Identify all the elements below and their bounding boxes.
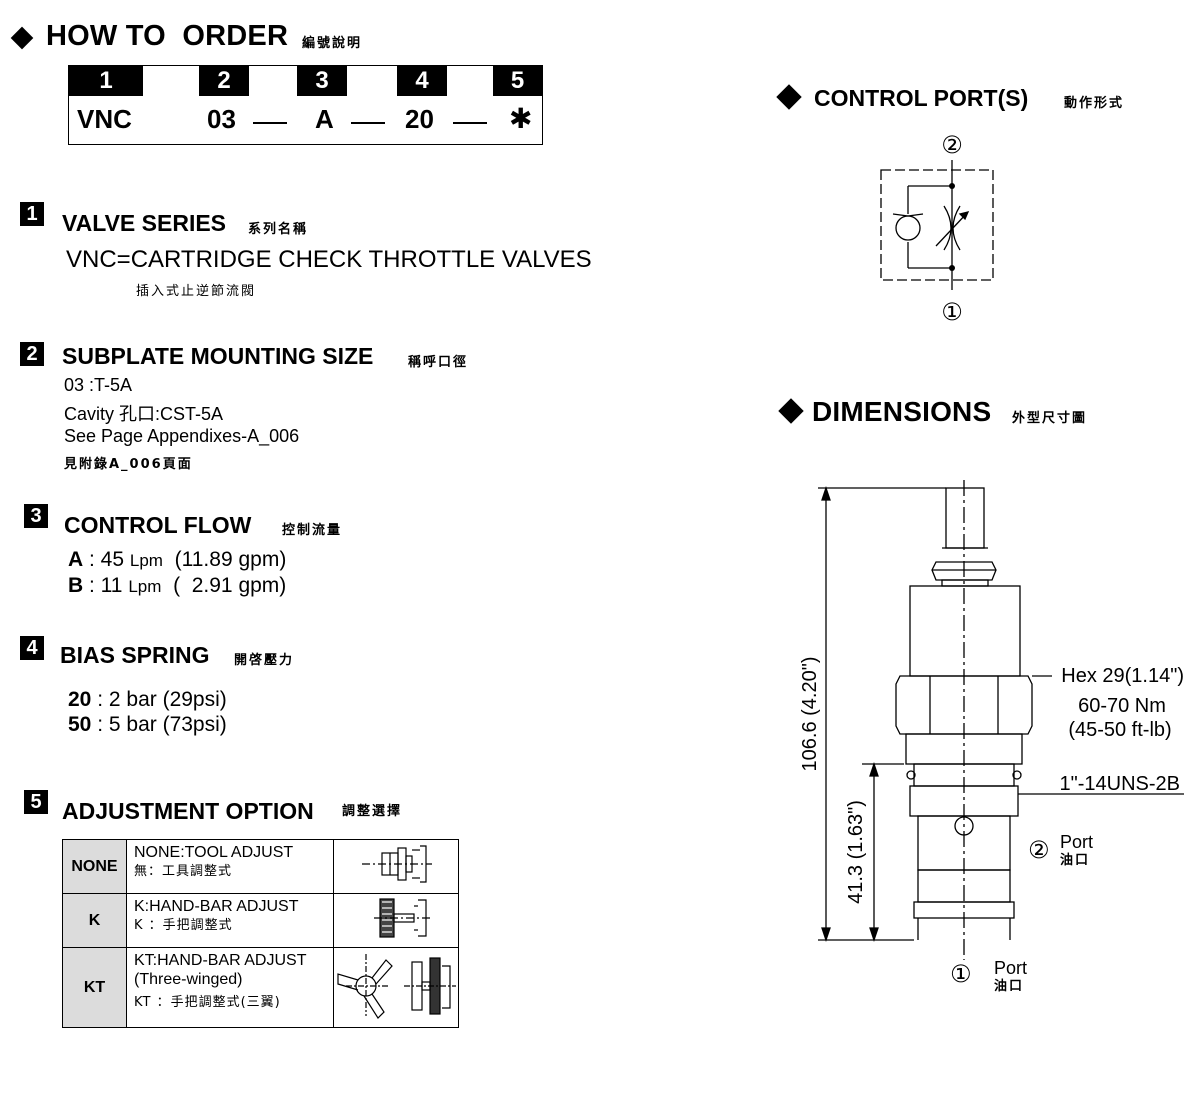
adjust-code-kt: KT [62, 947, 127, 1028]
spring-code-50: 50 [68, 713, 92, 736]
subplate-line-2: Cavity 孔口:CST-5A [64, 404, 224, 424]
section-number-1: 1 [20, 202, 44, 226]
order-dash [351, 122, 385, 124]
control-ports-title-cn: 動作形式 [1064, 96, 1125, 111]
adjust-code-none: NONE [62, 839, 127, 894]
order-position-4: 4 [397, 66, 447, 96]
control-ports-title: CONTROL PORT(S) [814, 85, 1029, 111]
control-flow-title: CONTROL FLOW [64, 512, 252, 538]
adjustment-title-cn: 調整選擇 [342, 804, 403, 819]
bias-spring-50: 50 : 5 bar (73psi) [68, 713, 227, 737]
valve-series-desc: VNC=CARTRIDGE CHECK THROTTLE VALVES [66, 246, 592, 273]
order-position-3: 3 [297, 66, 347, 96]
control-flow-a: A : 45 Lpm (11.89 gpm) [68, 548, 286, 572]
junction-dot [949, 265, 955, 271]
subplate-title-cn: 稱呼口徑 [408, 355, 469, 370]
torque-nm-label: 60-70 Nm [1078, 695, 1166, 717]
order-code-adjust: ✱ [509, 103, 533, 134]
valve-series-title: VALVE SERIES [62, 210, 227, 236]
order-dash [453, 122, 487, 124]
adjust-desc-cn: KT ：手把調整式(三翼) [134, 995, 281, 1010]
adjust-desc-kt: KT:HAND-BAR ADJUST (Three-winged) KT ：手把… [126, 947, 334, 1028]
adjust-code-k: K [62, 893, 127, 948]
thread-spec-label: 1"-14UNS-2B [1060, 773, 1180, 795]
how-to-order-title-cn: 編號說明 [302, 36, 363, 51]
port-2-number: ② [1028, 837, 1050, 864]
spring-value-20: : 2 bar (29psi) [97, 688, 227, 711]
port-2-cn: 油口 [1060, 852, 1090, 868]
adjust-desc-cn: 無：工具調整式 [134, 864, 233, 879]
adjustment-table: NONE NONE:TOOL ADJUST 無：工具調整式 K K:HAND [62, 839, 459, 1028]
order-position-5: 5 [493, 66, 542, 96]
spring-code-20: 20 [68, 688, 92, 711]
valve-series-desc-cn: 插入式止逆節流閥 [136, 284, 257, 299]
overall-length-label: 106.6 (4.20") [799, 657, 821, 772]
adjustment-title: ADJUSTMENT OPTION [62, 798, 314, 824]
control-flow-title-cn: 控制流量 [282, 523, 343, 538]
adjust-desc-en: K:HAND-BAR ADJUST [134, 898, 299, 915]
port-1-label: ① [941, 299, 963, 326]
adjust-desc-en-2: (Three-winged) [134, 971, 243, 988]
port-1-label: Port [994, 958, 1027, 978]
flow-gpm-b: ( 2.91 gpm) [173, 574, 287, 597]
adjust-desc-en: KT:HAND-BAR ADJUST [134, 952, 307, 969]
table-row: NONE NONE:TOOL ADJUST 無：工具調整式 [62, 839, 459, 894]
port-length-label: 41.3 (1.63") [845, 800, 867, 904]
control-port-symbol: ② ① [880, 132, 994, 326]
valve-series-title-cn: 系列名稱 [248, 222, 309, 237]
flow-code-a: A [68, 548, 84, 571]
hand-bar-icon [333, 893, 459, 948]
port-2-label: Port [1060, 832, 1093, 852]
bias-spring-20: 20 : 2 bar (29psi) [68, 688, 227, 712]
tool-adjust-icon [333, 839, 459, 894]
bias-spring-title: BIAS SPRING [60, 642, 210, 668]
cartridge-dimension-drawing: 106.6 (4.20") 41.3 (1.63") Hex 29(1.14")… [799, 480, 1184, 994]
how-to-order-title: HOW TO ORDER [46, 20, 289, 52]
flow-unit-b: Lpm [128, 577, 162, 596]
order-position-1: 1 [69, 66, 143, 96]
order-code-series: VNC [77, 104, 132, 134]
adjust-desc-en: NONE:TOOL ADJUST [134, 844, 294, 861]
port-1-cn: 油口 [994, 978, 1024, 994]
subplate-title: SUBPLATE MOUNTING SIZE [62, 343, 374, 369]
order-code-table: 1 2 3 4 5 VNC 03 A 20 ✱ [68, 65, 543, 145]
order-code-flow: A [315, 104, 334, 134]
flow-value-b: : 11 [89, 574, 123, 597]
flow-unit-a: Lpm [129, 551, 163, 570]
section-number-3: 3 [24, 504, 48, 528]
section-number-4: 4 [20, 636, 44, 660]
flow-gpm-a: (11.89 gpm) [174, 548, 287, 571]
diamond-bullet-icon [776, 84, 802, 110]
section-number-5: 5 [24, 790, 48, 814]
torque-ftlb-label: (45-50 ft-lb) [1068, 719, 1171, 741]
junction-dot [949, 183, 955, 189]
subplate-line-4: 見附錄A_006頁面 [64, 457, 193, 472]
flow-code-b: B [68, 574, 84, 597]
control-flow-b: B : 11 Lpm ( 2.91 gpm) [68, 574, 286, 598]
flow-value-a: : 45 [89, 548, 125, 571]
three-winged-hand-bar-icon [333, 947, 459, 1028]
port-1-number: ① [950, 961, 972, 988]
adjust-desc-k: K:HAND-BAR ADJUST K ：手把調整式 [126, 893, 334, 948]
diamond-bullet-icon [778, 398, 804, 424]
order-code-spring: 20 [405, 104, 434, 134]
bias-spring-title-cn: 開啓壓力 [234, 653, 295, 668]
order-code-size: 03 [207, 104, 236, 134]
order-dash [253, 122, 287, 124]
table-row: K K:HAND-BAR ADJUST K ：手把調整式 [62, 893, 459, 948]
diamond-bullet-icon [10, 26, 34, 50]
adjust-desc-none: NONE:TOOL ADJUST 無：工具調整式 [126, 839, 334, 894]
subplate-line-1: 03 :T-5A [64, 375, 133, 395]
spring-value-50: : 5 bar (73psi) [97, 713, 227, 736]
subplate-line-3: See Page Appendixes-A_006 [64, 426, 300, 446]
section-number-2: 2 [20, 342, 44, 366]
table-row: KT KT:HAND-BAR ADJUST (Three-winged) KT … [62, 947, 459, 1028]
hex-size-label: Hex 29(1.14") [1061, 665, 1184, 687]
dimensions-title: DIMENSIONS [812, 396, 992, 427]
order-position-2: 2 [199, 66, 249, 96]
adjust-desc-cn: K ：手把調整式 [134, 918, 233, 933]
port-2-label: ② [941, 132, 963, 159]
dimensions-title-cn: 外型尺寸圖 [1012, 411, 1088, 426]
